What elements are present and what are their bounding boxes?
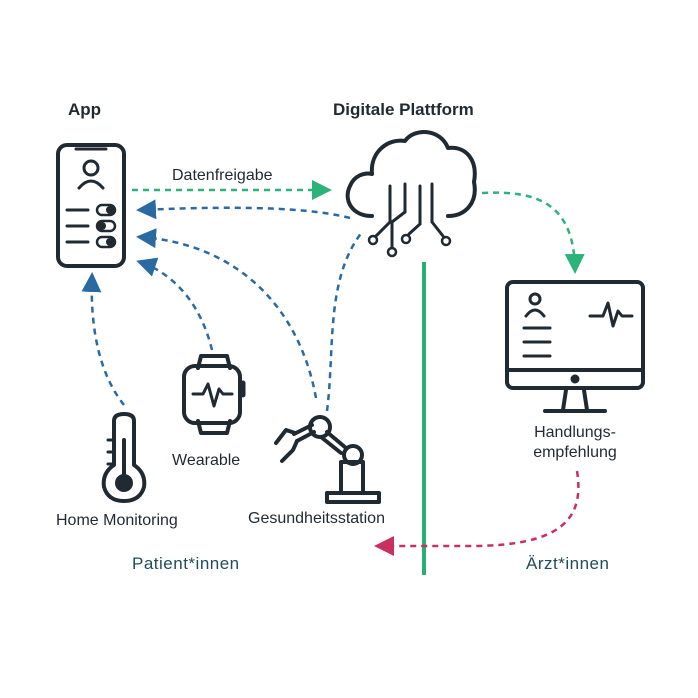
monitor-icon xyxy=(505,280,645,413)
wearable-label: Wearable xyxy=(172,452,241,469)
recommendation-line1: Handlungs- xyxy=(534,424,616,441)
home-monitoring-label: Home Monitoring xyxy=(56,512,178,529)
recommendation-label: Handlungs- empfehlung xyxy=(515,424,635,462)
cloud-circuit-icon xyxy=(345,130,477,258)
doctors-label: Ärzt*innen xyxy=(526,554,610,573)
patients-label: Patient*innen xyxy=(132,554,240,573)
arrow-station-to-app-2 xyxy=(136,228,318,399)
data-sharing-label: Datenfreigabe xyxy=(172,167,273,184)
smartwatch-icon xyxy=(182,354,246,435)
arrow-station-to-app xyxy=(325,231,363,412)
arrow-platform-to-monitor xyxy=(481,191,585,274)
arrow-platform-to-app xyxy=(136,199,351,220)
arrow-wearable-to-app xyxy=(136,257,214,351)
arrow-doctors-to-patients xyxy=(374,470,580,556)
robot-arm-icon xyxy=(274,415,381,504)
smartphone-icon xyxy=(56,143,126,268)
health-station-label: Gesundheitsstation xyxy=(248,510,385,527)
recommendation-line2: empfehlung xyxy=(533,444,617,461)
thermometer-icon xyxy=(101,412,147,503)
app-label: App xyxy=(68,100,102,119)
platform-label: Digitale Plattform xyxy=(333,100,474,119)
arrow-thermometer-to-app xyxy=(81,272,125,406)
